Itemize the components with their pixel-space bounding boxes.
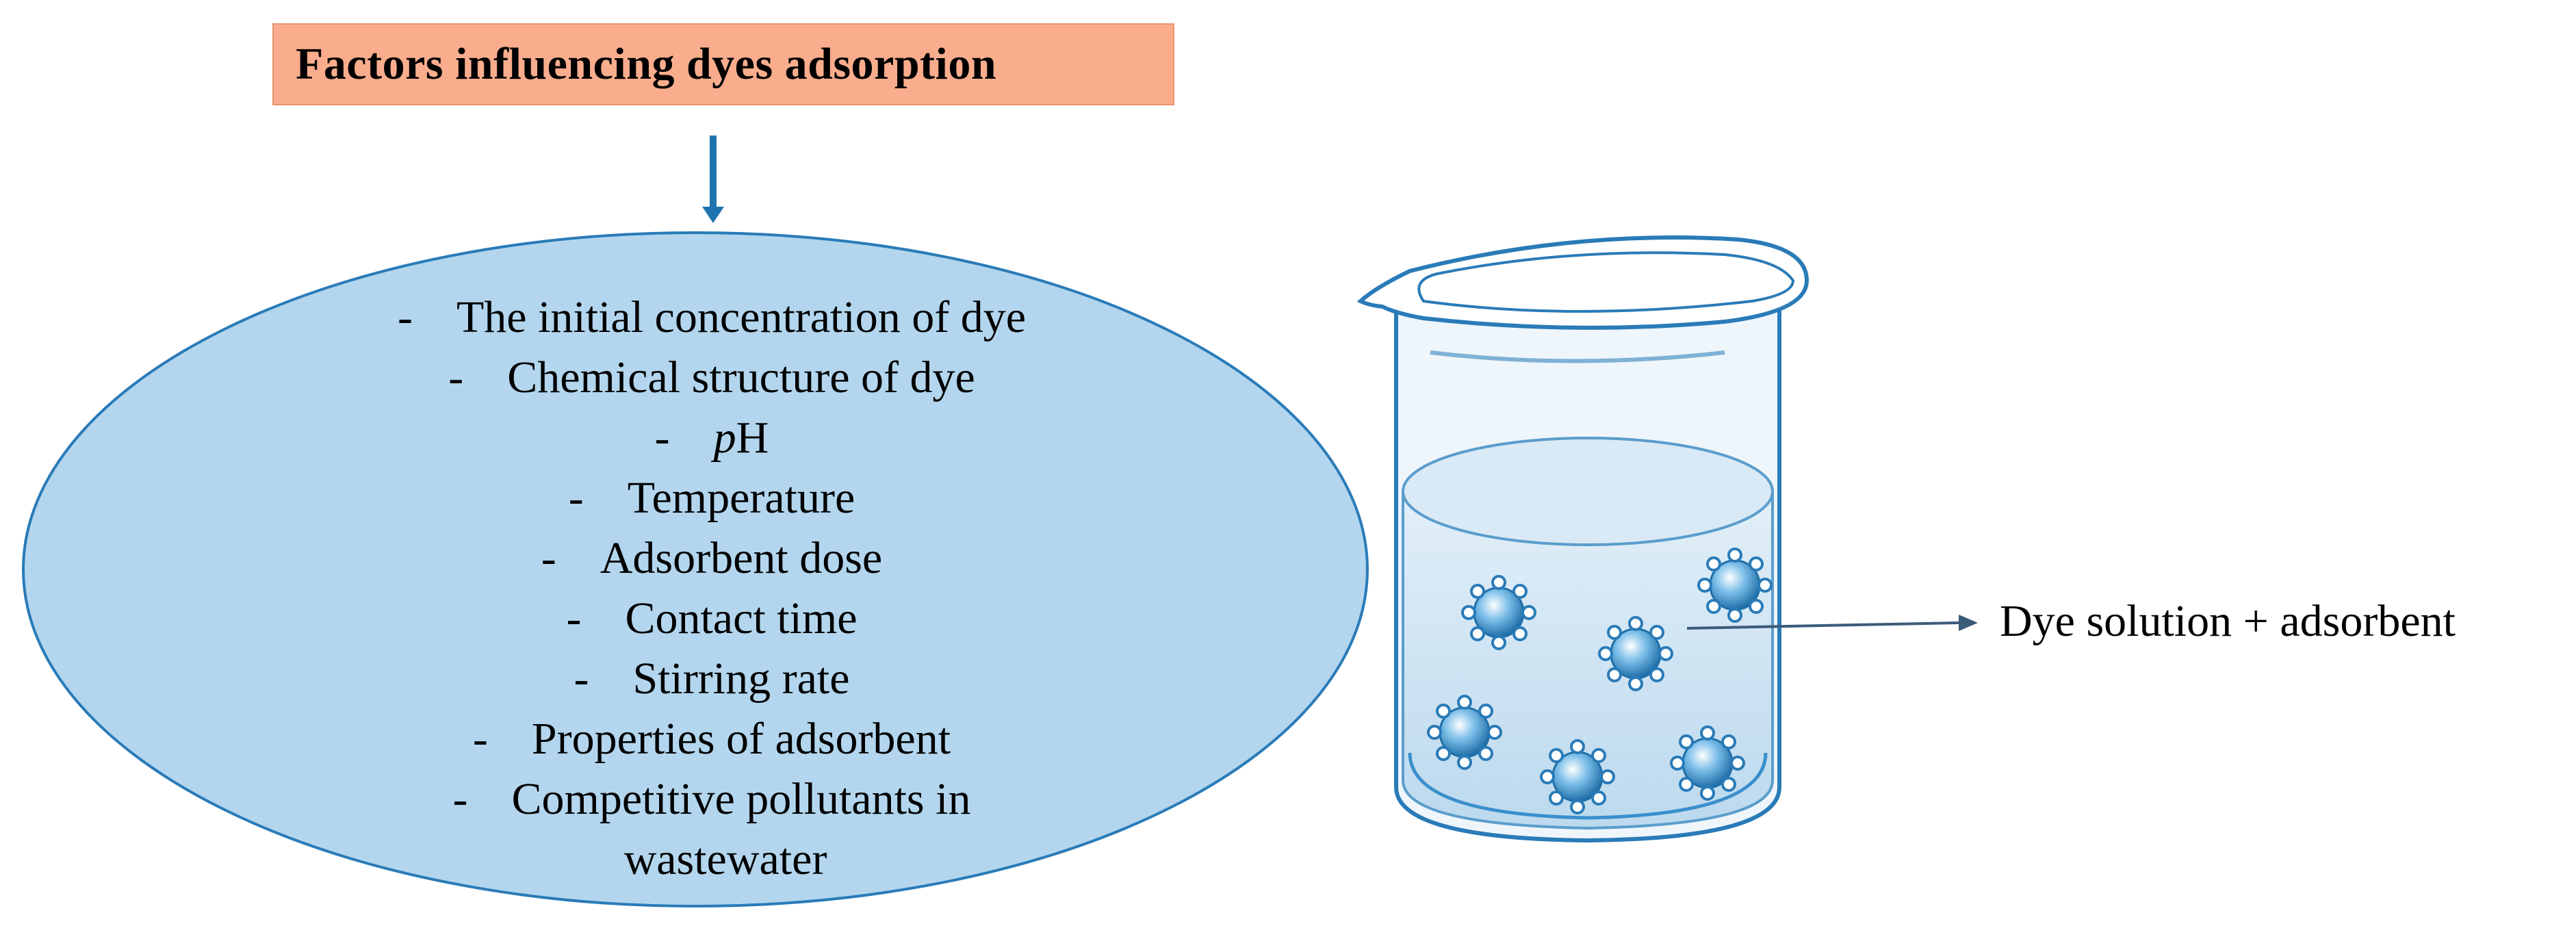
factor-item: -Competitive pollutants in <box>233 769 1191 829</box>
down-arrow-icon <box>702 136 724 223</box>
factor-item: -Temperature <box>233 468 1191 528</box>
beaker-illustration <box>1356 235 1978 843</box>
factors-ellipse <box>22 231 1369 908</box>
factor-text: H <box>736 413 769 463</box>
factor-item: -Contact time <box>233 589 1191 649</box>
factor-text-italic: p <box>713 413 736 463</box>
liquid-surface <box>1402 437 1774 546</box>
factor-item: wastewater <box>246 829 1205 890</box>
particle <box>1598 616 1673 691</box>
particle <box>1427 695 1502 770</box>
particle <box>1670 725 1745 801</box>
factor-text: Competitive pollutants in <box>511 774 971 824</box>
factor-text: Stirring rate <box>632 654 850 704</box>
diagram-title: Factors influencing dyes adsorption <box>296 39 997 89</box>
factor-text: Properties of adsorbent <box>531 714 951 764</box>
bullet-dash: - <box>654 413 670 463</box>
beaker-rim <box>1356 235 1809 330</box>
bullet-dash: - <box>574 654 589 704</box>
factor-item: -pH <box>233 408 1191 468</box>
bullet-dash: - <box>452 774 468 824</box>
bullet-dash: - <box>397 292 413 342</box>
bullet-dash: - <box>566 593 582 643</box>
factor-text: wastewater <box>623 834 827 884</box>
factor-text: Adsorbent dose <box>600 533 883 583</box>
bullet-dash: - <box>448 352 464 402</box>
adsorbent-particles <box>1427 548 1773 814</box>
factor-item: -Stirring rate <box>233 649 1191 709</box>
factor-text: Chemical structure of dye <box>507 352 975 402</box>
particle <box>1461 575 1536 650</box>
title-box: Factors influencing dyes adsorption <box>272 23 1174 105</box>
factor-item: -Chemical structure of dye <box>233 348 1191 408</box>
bullet-dash: - <box>472 714 488 764</box>
pointer-arrow-icon <box>1686 615 1978 631</box>
bullet-dash: - <box>568 473 584 523</box>
particle <box>1540 739 1615 814</box>
beaker-label: Dye solution + adsorbent <box>2000 596 2456 646</box>
particle <box>1697 548 1773 623</box>
factor-item: -The initial concentration of dye <box>233 287 1191 348</box>
factor-text: Contact time <box>625 593 858 643</box>
factor-text: The initial concentration of dye <box>456 292 1026 342</box>
bullet-dash: - <box>541 533 556 583</box>
factor-item: -Properties of adsorbent <box>233 709 1191 769</box>
factor-item: -Adsorbent dose <box>233 528 1191 589</box>
factor-text: Temperature <box>627 473 855 523</box>
